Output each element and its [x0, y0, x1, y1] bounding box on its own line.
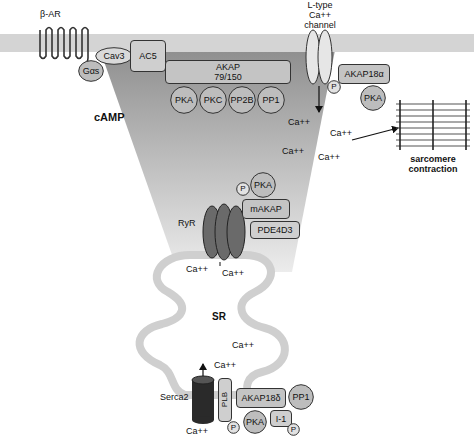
- organelle-label: SR: [212, 312, 226, 322]
- phosphatase-circle: PP2B: [228, 86, 256, 114]
- inhibitor-box: I-1: [270, 410, 292, 427]
- ion-label: Ca++: [282, 146, 304, 156]
- g-protein-circle: Gαs: [78, 60, 104, 82]
- ion-label: Ca++: [186, 264, 208, 274]
- node-text: PDE4D3: [257, 225, 292, 235]
- kinase-circle: PKA: [170, 86, 198, 114]
- anchoring-protein-box: AKAP18δ: [236, 388, 286, 408]
- phospho-circle: P: [287, 423, 300, 436]
- ion-label: Ca++: [222, 268, 244, 278]
- node-text: P: [291, 425, 296, 435]
- enzyme-box: AC5: [130, 40, 166, 72]
- kinase-circle: PKA: [243, 410, 267, 434]
- node-text: P: [331, 82, 336, 92]
- node-text: P: [231, 423, 236, 433]
- channel-label: L-type Ca++ channel: [297, 0, 343, 30]
- node-text: AKAP18δ: [241, 393, 280, 403]
- phospho-circle: P: [227, 421, 240, 434]
- serca-pump: [192, 376, 214, 424]
- receptor-helices: [40, 28, 88, 67]
- phospholamban-box: PLB: [218, 378, 232, 422]
- phosphatase-circle: PP1: [288, 384, 314, 410]
- contraction-arrow: [352, 128, 398, 140]
- ion-label: Ca++: [288, 117, 310, 127]
- ion-label: Ca++: [318, 152, 340, 162]
- node-text: Gαs: [83, 66, 100, 76]
- node-text: PKA: [254, 180, 272, 190]
- outcome-label: sarcomere contraction: [400, 154, 466, 174]
- channel-subunit: [318, 30, 332, 84]
- node-text: PKA: [246, 417, 264, 427]
- anchoring-protein-box: AKAP 79/150: [165, 60, 291, 84]
- kinase-circle: PKA: [250, 172, 276, 198]
- node-text: AKAP 79/150: [207, 62, 249, 82]
- anchoring-protein-box: mAKAP: [242, 199, 290, 219]
- node-text: PP1: [262, 95, 279, 105]
- node-text: PKC: [204, 95, 223, 105]
- node-text: PP1: [292, 392, 309, 402]
- node-text: P: [240, 184, 245, 194]
- sarcomere-symbol: [396, 100, 470, 150]
- pump-label: Serca2: [160, 392, 189, 402]
- kinase-circle: PKC: [199, 86, 227, 114]
- node-text: PKA: [175, 95, 193, 105]
- caveolin-ellipse: Cav3: [95, 47, 133, 65]
- kinase-circle: PKA: [360, 85, 386, 111]
- node-text: I-1: [276, 414, 287, 424]
- sarcoplasmic-reticulum: [140, 255, 285, 395]
- ion-label: Ca++: [186, 426, 208, 436]
- phosphodiesterase-box: PDE4D3: [250, 221, 300, 239]
- phospho-circle: P: [236, 182, 250, 196]
- calcium-influx-arrow: [318, 86, 319, 112]
- anchoring-protein-box: AKAP18α: [338, 64, 390, 84]
- node-text: AKAP18α: [344, 69, 383, 79]
- release-tick: [220, 262, 221, 266]
- node-text: Cav3: [103, 51, 124, 61]
- node-text: PLB: [220, 392, 230, 407]
- camp-gradient: [100, 50, 335, 272]
- ion-label: Ca++: [232, 340, 254, 350]
- ion-label: Ca++: [330, 128, 352, 138]
- node-text: AC5: [139, 51, 157, 61]
- node-text: PP2B: [230, 95, 253, 105]
- ion-label: Ca++: [214, 360, 236, 370]
- receptor-label: β-AR: [40, 9, 61, 19]
- phosphatase-circle: PP1: [257, 86, 285, 114]
- ryanodine-receptor: [203, 204, 245, 260]
- node-text: PKA: [364, 93, 382, 103]
- second-messenger-label: cAMP: [94, 112, 125, 122]
- channel-label: RyR: [178, 218, 196, 228]
- node-text: mAKAP: [250, 204, 282, 214]
- plasma-membrane: [0, 34, 474, 52]
- uptake-arrow: [202, 364, 203, 376]
